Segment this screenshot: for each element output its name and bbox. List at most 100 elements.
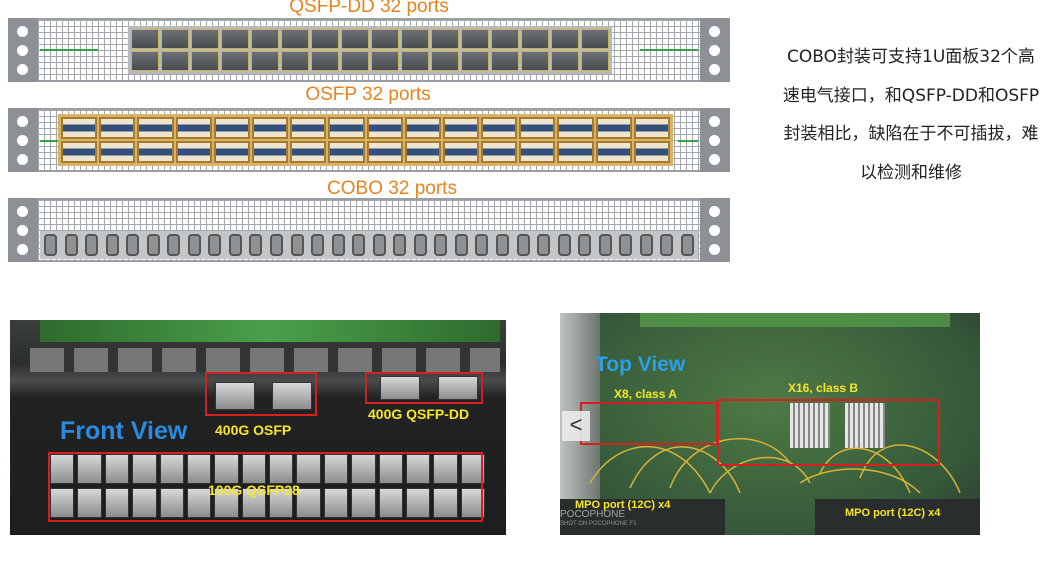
description-line: 以检测和维修: [860, 162, 962, 183]
osfp-port: [633, 141, 670, 163]
osfp-port: [175, 117, 212, 139]
cobo-port: [454, 234, 468, 256]
qsfpdd-port: [251, 29, 279, 49]
qsfp28-port: [214, 488, 239, 518]
osfp-port: [99, 117, 136, 139]
qsfp28-port: [433, 454, 458, 484]
osfp-highlight-box: [205, 372, 317, 416]
cobo-port: [537, 234, 551, 256]
front-view-photo: Front View 400G OSFP 400G QSFP-DD 100G Q…: [10, 320, 506, 535]
cobo-port: [167, 234, 181, 256]
watermark: POCOPHONE: [560, 509, 626, 520]
osfp-title: OSFP 32 ports: [305, 84, 431, 105]
back-arrow-button[interactable]: <: [562, 411, 590, 441]
qsfpdd-port-block: [128, 26, 612, 74]
osfp-port: [633, 117, 670, 139]
osfp-port: [328, 141, 365, 163]
qsfp28-port: [269, 488, 294, 518]
qsfp28-port: [132, 454, 157, 484]
qsfpdd-port: [371, 51, 399, 71]
osfp-port: [251, 141, 289, 163]
osfp-port: [442, 141, 480, 163]
cobo-port: [393, 234, 407, 256]
osfp-port: [61, 141, 98, 163]
top-view-title: Top View: [595, 353, 686, 376]
cobo-port: [578, 234, 592, 256]
label-x16-class-b: X16, class B: [788, 381, 859, 395]
qsfpdd-port: [431, 51, 459, 71]
osfp-port: [137, 117, 174, 139]
qsfp28-port: [186, 454, 212, 484]
qsfpdd-port: [281, 29, 309, 49]
osfp-port: [595, 117, 632, 139]
osfp-port: [290, 117, 327, 139]
cobo-port: [187, 234, 201, 256]
osfp-port: [175, 141, 212, 163]
qsfp28-port-grid: [50, 454, 485, 518]
osfp-port: [61, 117, 98, 139]
osfp-port: [366, 117, 403, 139]
qsfpdd-port: [551, 51, 579, 71]
qsfpdd-port: [161, 29, 189, 49]
qsfp28-port: [159, 454, 184, 484]
cobo-port: [85, 234, 99, 256]
qsfp28-port: [241, 454, 266, 484]
description-line: COBO封装可支持1U面板32个高: [787, 47, 1035, 67]
cobo-port: [290, 234, 304, 256]
cobo-port: [557, 234, 571, 256]
osfp-port: [481, 117, 518, 139]
osfp-port: [519, 117, 556, 139]
osfp-module: [215, 382, 255, 410]
osfp-switch-panel: [8, 108, 730, 172]
osfp-port: [366, 141, 403, 163]
osfp-port: [442, 117, 480, 139]
cobo-port: [372, 234, 386, 256]
qsfp28-port: [214, 454, 239, 484]
qsfpdd-port: [131, 51, 159, 71]
osfp-port: [137, 141, 174, 163]
qsfpdd-port: [401, 29, 429, 49]
qsfp28-port: [296, 488, 321, 518]
osfp-port: [404, 141, 441, 163]
cobo-port: [44, 234, 57, 256]
qsfpdd-port: [131, 29, 159, 49]
cobo-port: [64, 234, 78, 256]
cobo-port: [249, 234, 263, 256]
rack-ear-left: [8, 18, 38, 82]
cobo-port: [331, 234, 345, 256]
qsfpdd-port: [581, 29, 609, 49]
label-x8-class-a: X8, class A: [614, 387, 677, 401]
description-line: 速电气接口，和QSFP-DD和OSFP: [782, 85, 1040, 106]
cobo-description: COBO封装可支持1U面板32个高 速电气接口，和QSFP-DD和OSFP 封装…: [768, 38, 1054, 192]
qsfpdd-port: [221, 29, 249, 49]
cobo-port: [475, 234, 489, 256]
cobo-port: [311, 234, 325, 256]
qsfpdd-port: [401, 51, 429, 71]
fiber-cables: [589, 437, 961, 494]
label-400g-osfp: 400G OSFP: [215, 422, 292, 438]
qsfpdd-port: [371, 29, 399, 49]
osfp-port-block: [58, 114, 673, 166]
osfp-port: [99, 141, 136, 163]
qsfp28-port: [77, 488, 102, 518]
qsfpdd-port: [341, 51, 369, 71]
qsfp28-port: [405, 488, 431, 518]
qsfpdd-port: [551, 29, 579, 49]
qsfp28-port: [351, 454, 376, 484]
cobo-port: [208, 234, 222, 256]
qsfpdd-title: QSFP-DD 32 ports: [289, 0, 449, 17]
qsfpdd-port: [431, 29, 459, 49]
qsfp28-port: [186, 488, 212, 518]
qsfp28-port: [50, 454, 75, 484]
qsfp28-port: [159, 488, 184, 518]
qsfpdd-port: [521, 51, 549, 71]
label-mpo-left: MPO port (12C) x4: [575, 499, 671, 511]
qsfpdd-highlight-box: [365, 372, 483, 404]
osfp-port: [557, 117, 594, 139]
qsfp28-port: [104, 454, 130, 484]
qsfpdd-port: [311, 29, 339, 49]
cobo-port: [639, 234, 653, 256]
qsfp28-port: [378, 488, 403, 518]
qsfp28-port: [50, 488, 75, 518]
cobo-port: [352, 234, 366, 256]
